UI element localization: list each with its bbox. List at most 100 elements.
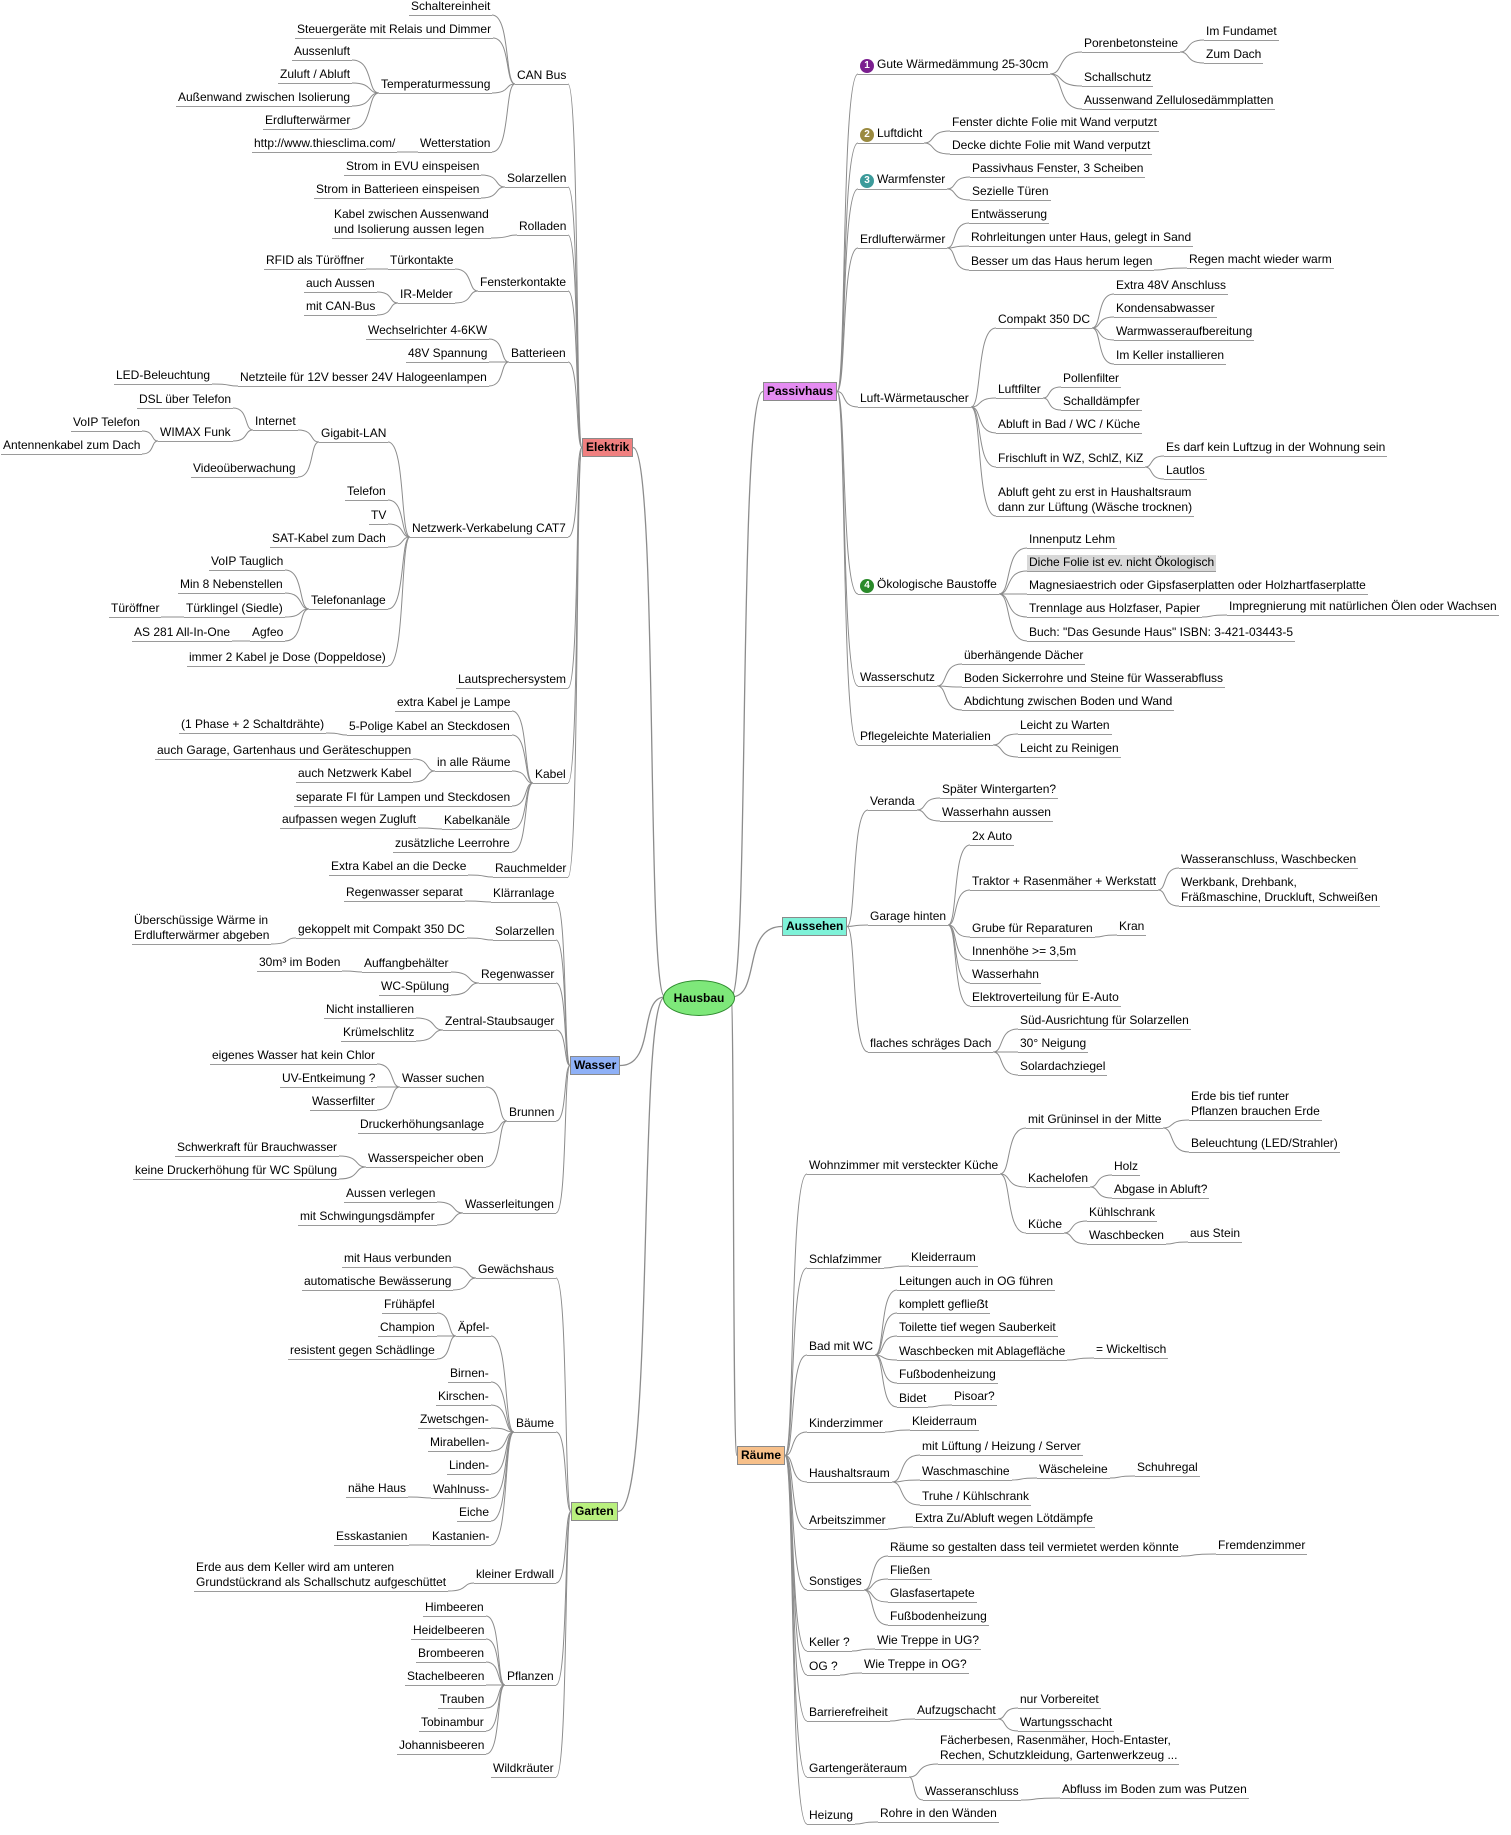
node-w-ws2[interactable]: UV-Entkeimung ? xyxy=(280,1071,378,1088)
root-node-hausbau[interactable]: Hausbau xyxy=(663,980,735,1016)
node-g-b1[interactable]: Birnen- xyxy=(448,1366,491,1383)
node-r-bad6[interactable]: Bidet xyxy=(897,1391,929,1408)
node-r-so4[interactable]: Fußbodenheizung xyxy=(888,1609,989,1626)
node-p-c2[interactable]: Kondensabwasser xyxy=(1114,301,1217,318)
node-g-p5[interactable]: Trauben xyxy=(438,1692,487,1709)
node-r-hz1[interactable]: Rohre in den Wänden xyxy=(878,1806,999,1823)
node-e-bat2[interactable]: 48V Spannung xyxy=(406,346,490,363)
node-r-og[interactable]: OG ? xyxy=(807,1659,840,1676)
node-e-sol[interactable]: Solarzellen xyxy=(505,171,569,188)
node-w-ws[interactable]: Wasser suchen xyxy=(400,1071,487,1088)
node-p-c4[interactable]: Im Keller installieren xyxy=(1114,348,1227,365)
node-p-ok4[interactable]: Trennlage aus Holzfaser, Papier xyxy=(1027,601,1202,618)
node-g-b5[interactable]: Linden- xyxy=(447,1458,492,1475)
node-e-kab3a[interactable]: auch Garage, Gartenhaus und Geräteschupp… xyxy=(155,743,414,760)
node-p-ew3a[interactable]: Regen macht wieder warm xyxy=(1187,252,1334,269)
node-w-sol1a[interactable]: Überschüssige Wärme in Erdlufterwärmer a… xyxy=(132,913,272,945)
node-g-p2[interactable]: Heidelbeeren xyxy=(411,1623,487,1640)
node-a-v[interactable]: Veranda xyxy=(868,794,917,811)
node-p-pb2[interactable]: Zum Dach xyxy=(1204,47,1264,64)
node-r-ke1[interactable]: Wie Treppe in UG? xyxy=(875,1633,982,1650)
node-r-sz[interactable]: Schlafzimmer xyxy=(807,1252,884,1269)
node-r-gi2[interactable]: Beleuchtung (LED/Strahler) xyxy=(1189,1136,1340,1153)
node-a-g3a[interactable]: Kran xyxy=(1117,919,1147,936)
node-r-gi1[interactable]: Erde bis tief runter Pflanzen brauchen E… xyxy=(1189,1089,1322,1121)
node-p-ew1[interactable]: Entwässerung xyxy=(969,207,1050,224)
node-e-bat[interactable]: Batterieen xyxy=(509,346,568,363)
node-g-ap3[interactable]: resistent gegen Schädlinge xyxy=(288,1343,437,1360)
node-g-gh[interactable]: Gewächshaus xyxy=(476,1262,557,1279)
node-e-fk[interactable]: Fensterkontakte xyxy=(478,275,569,292)
node-g-b2[interactable]: Kirschen- xyxy=(436,1389,491,1406)
node-r-ko1[interactable]: Holz xyxy=(1112,1159,1141,1176)
node-r-as1[interactable]: nur Vorbereitet xyxy=(1018,1692,1101,1709)
node-w-rw1a[interactable]: 30m³ im Boden xyxy=(257,955,343,972)
node-w-zs2[interactable]: Krümelschlitz xyxy=(341,1025,417,1042)
node-e-kab5a[interactable]: aufpassen wegen Zugluft xyxy=(280,812,419,829)
node-r-bad[interactable]: Bad mit WC xyxy=(807,1339,876,1356)
node-r-gr2[interactable]: Wasseranschluss xyxy=(923,1784,1021,1801)
node-r-so[interactable]: Sonstiges xyxy=(807,1574,864,1591)
node-w-zs[interactable]: Zentral-Staubsauger xyxy=(443,1014,557,1031)
node-e-ir[interactable]: IR-Melder xyxy=(398,287,455,304)
node-w-kl[interactable]: Klärranlage xyxy=(491,886,557,903)
node-g-gh2[interactable]: automatische Bewässerung xyxy=(302,1274,454,1291)
node-a-g2a[interactable]: Wasseranschluss, Waschbecken xyxy=(1179,852,1359,869)
node-p-pm[interactable]: Pflegeleichte Materialien xyxy=(858,729,993,746)
node-g-p4[interactable]: Stachelbeeren xyxy=(405,1669,487,1686)
node-g-ew[interactable]: kleiner Erdwall xyxy=(474,1567,557,1584)
node-w-zs1[interactable]: Nicht installieren xyxy=(324,1002,417,1019)
node-a-g1[interactable]: 2x Auto xyxy=(970,829,1015,846)
node-e-gig2[interactable]: Videoüberwachung xyxy=(191,461,298,478)
node-g-pf[interactable]: Pflanzen xyxy=(505,1669,556,1686)
node-e-nv[interactable]: Netzwerk-Verkabelung CAT7 xyxy=(410,521,568,538)
node-r-gr2a[interactable]: Abfluss im Boden zum was Putzen xyxy=(1060,1782,1249,1799)
node-r-hr2a[interactable]: Wäscheleine xyxy=(1037,1462,1110,1479)
node-g-ap[interactable]: Äpfel- xyxy=(456,1320,492,1337)
node-a-g2[interactable]: Traktor + Rasenmäher + Werkstatt xyxy=(970,874,1159,891)
node-r-bad3[interactable]: Toilette tief wegen Sauberkeit xyxy=(897,1320,1058,1337)
node-e-ta3[interactable]: Türklingel (Siedle) xyxy=(184,601,285,618)
node-r-sz1[interactable]: Kleiderraum xyxy=(909,1250,978,1267)
node-w-wo[interactable]: Wasserspeicher oben xyxy=(366,1151,486,1168)
node-w-wo1[interactable]: Schwerkraft für Brauchwasser xyxy=(175,1140,340,1157)
node-g-p3[interactable]: Brombeeren xyxy=(416,1646,487,1663)
node-e-can[interactable]: CAN Bus xyxy=(515,68,569,85)
node-e-inet1[interactable]: DSL über Telefon xyxy=(137,392,234,409)
node-r-bf[interactable]: Barrierefreiheit xyxy=(807,1705,890,1722)
node-p-pm1[interactable]: Leicht zu Warten xyxy=(1018,718,1112,735)
node-r-so2[interactable]: Fließen xyxy=(888,1563,933,1580)
node-a-d1[interactable]: Süd-Ausrichtung für Solarzellen xyxy=(1018,1013,1191,1030)
node-r-bad5[interactable]: Fußbodenheizung xyxy=(897,1367,998,1384)
node-g-p1[interactable]: Himbeeren xyxy=(423,1600,486,1617)
node-p-ew3[interactable]: Besser um das Haus herum legen xyxy=(969,254,1155,271)
node-e-bat1[interactable]: Wechselrichter 4-6KW xyxy=(366,323,490,340)
node-p-ws1[interactable]: überhängende Dächer xyxy=(962,648,1086,665)
node-r-kz1[interactable]: Kleiderraum xyxy=(910,1414,979,1431)
node-e-t3[interactable]: Außenwand zwischen Isolierung xyxy=(176,90,353,107)
node-e-sol2[interactable]: Strom in Batterieen einspeisen xyxy=(314,182,482,199)
node-e-nv3[interactable]: SAT-Kabel zum Dach xyxy=(270,531,388,548)
node-p-c[interactable]: Compakt 350 DC xyxy=(996,312,1093,329)
node-e-kab5[interactable]: Kabelkanäle xyxy=(442,813,513,830)
branch-garten[interactable]: Garten xyxy=(571,1502,618,1521)
node-p-pb1[interactable]: Im Fundamet xyxy=(1204,24,1279,41)
node-e-gig[interactable]: Gigabit-LAN xyxy=(319,426,389,443)
node-e-ta1[interactable]: VoIP Tauglich xyxy=(209,554,286,571)
node-g-b8[interactable]: Kastanien- xyxy=(430,1529,492,1546)
node-e-ir2[interactable]: mit CAN-Bus xyxy=(304,299,378,316)
node-p-lf[interactable]: Luftfilter xyxy=(996,382,1043,399)
node-e-lsp[interactable]: Lautsprechersystem xyxy=(456,672,569,689)
node-r-og1[interactable]: Wie Treppe in OG? xyxy=(862,1657,969,1674)
node-r-gr[interactable]: Gartengeräteraum xyxy=(807,1761,910,1778)
node-r-ku1[interactable]: Kühlschrank xyxy=(1087,1205,1158,1222)
node-e-kab3b[interactable]: auch Netzwerk Kabel xyxy=(296,766,414,783)
node-r-bad2[interactable]: komplett geflieẞt xyxy=(897,1297,991,1314)
node-r-bad6a[interactable]: Pisoar? xyxy=(952,1389,997,1406)
node-r-bad4[interactable]: Waschbecken mit Ablagefläche xyxy=(897,1344,1068,1361)
node-p-ew2[interactable]: Rohrleitungen unter Haus, gelegt in Sand xyxy=(969,230,1194,247)
node-g-wk[interactable]: Wildkräuter xyxy=(491,1761,556,1778)
node-g-b3[interactable]: Zwetschgen- xyxy=(418,1412,491,1429)
node-e-t1[interactable]: Aussenluft xyxy=(292,44,353,61)
